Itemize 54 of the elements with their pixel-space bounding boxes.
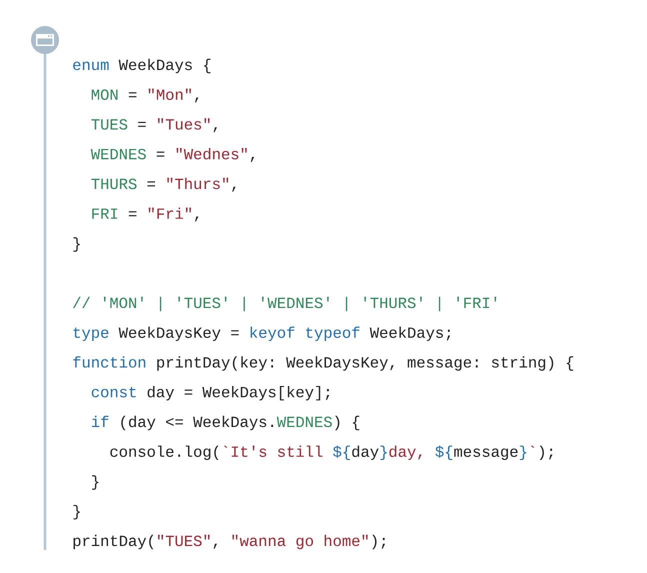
code-text: , xyxy=(195,98,198,103)
code-text: MON xyxy=(92,89,118,100)
code-text: "wanna go home" xyxy=(232,534,368,550)
code-text: ); xyxy=(540,446,552,460)
code-text: "Mon" xyxy=(148,88,191,100)
code-text: } xyxy=(73,237,80,252)
code-text: message xyxy=(454,448,518,460)
code-text: WEDNES xyxy=(90,148,146,160)
code-text: = xyxy=(156,152,164,157)
code-text: = xyxy=(138,122,146,127)
code-text: "TUES" xyxy=(158,534,210,546)
code-text: } xyxy=(380,446,387,460)
code-text: ` xyxy=(530,446,534,448)
code-text: } xyxy=(92,475,98,490)
code-text: , xyxy=(232,186,236,192)
code-text: ${ xyxy=(435,446,452,460)
code-text: keyof typeof xyxy=(250,326,360,342)
code-text: , xyxy=(195,216,198,222)
code-text: WeekDays; xyxy=(370,326,450,342)
code-text: = xyxy=(128,92,136,98)
code-text: "Tues" xyxy=(158,118,210,130)
code-text: printDay(key: WeekDaysKey, message: string) { xyxy=(157,356,574,371)
code-text: console.log( xyxy=(110,446,218,460)
code-text: function xyxy=(73,356,146,368)
code-text: WeekDaysKey = xyxy=(118,326,239,342)
code-text: "Fri" xyxy=(148,208,191,219)
code-text: = xyxy=(128,211,136,216)
code-text: } xyxy=(73,504,80,520)
code-text: day xyxy=(352,446,379,460)
code-text: FRI xyxy=(92,208,118,219)
code-text: type xyxy=(74,327,108,342)
code-text: if xyxy=(92,416,108,427)
code-text: THURS xyxy=(91,178,137,190)
code-text: const xyxy=(92,386,136,398)
code-text: , xyxy=(250,156,254,162)
code-text: ); xyxy=(372,534,386,550)
code-text: WeekDays { xyxy=(118,58,210,74)
code-text: = xyxy=(147,181,155,186)
code-text: day, xyxy=(389,446,422,460)
code-text: printDay( xyxy=(74,534,154,550)
code-text: , xyxy=(214,127,217,132)
code-text: , xyxy=(214,544,217,549)
code-text: TUES xyxy=(91,119,128,130)
code-text: enum xyxy=(73,62,109,70)
code-text: (day <= WeekDays. xyxy=(121,416,274,430)
code-text: } xyxy=(520,446,526,460)
code-text: `It's still xyxy=(224,446,322,457)
code-text: "Wednes" xyxy=(176,148,247,160)
code-text: // 'MON' | 'TUES' | 'WEDNES' | 'THURS' | 'FRI' xyxy=(73,296,496,312)
code-text: day = WeekDays[key]; xyxy=(148,386,330,400)
code-text: ) { xyxy=(335,416,360,430)
code-text: "Thurs" xyxy=(167,178,228,190)
code-text: WEDNES xyxy=(276,416,332,428)
code-text: ${ xyxy=(333,446,350,460)
